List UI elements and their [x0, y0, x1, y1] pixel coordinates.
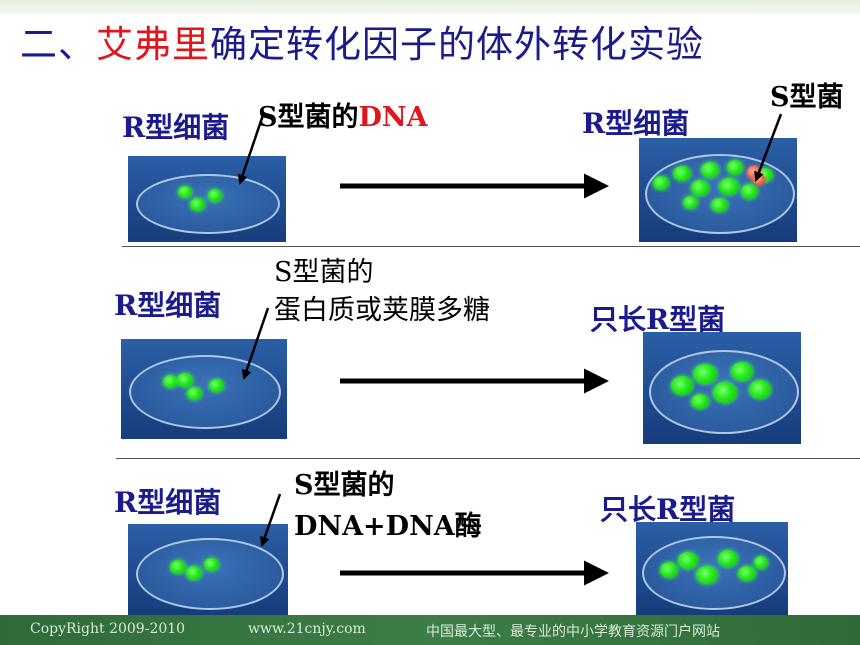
r-colony — [190, 198, 205, 211]
row2-added-line2: 蛋白质或荚膜多糖 — [274, 295, 490, 326]
r-colony — [718, 550, 738, 567]
r-colony — [673, 166, 691, 181]
r-colony — [731, 362, 753, 381]
r-colony — [653, 176, 669, 190]
r-colony — [754, 556, 768, 569]
r-colony — [691, 180, 709, 196]
r-colony — [209, 379, 224, 392]
s-colony — [753, 174, 765, 185]
r-colony — [693, 364, 717, 384]
row-separator — [122, 246, 860, 247]
row1-s-colony-label: S型菌 — [770, 82, 844, 113]
row2-added-line1: S型菌的 — [274, 257, 374, 288]
row1-left-dish — [128, 156, 286, 242]
r-colony — [711, 198, 728, 212]
r-colony — [683, 196, 698, 209]
title-rest: 确定转化因子的体外转化实验 — [210, 23, 704, 66]
r-colony — [727, 160, 743, 175]
row3-right-dish — [636, 522, 788, 615]
dish-plate — [136, 538, 284, 610]
row1-right-label: R型细菌 — [582, 107, 690, 140]
r-colony — [671, 376, 693, 395]
r-colony — [170, 560, 186, 574]
r-colony — [749, 380, 771, 399]
row3-right-label: 只长R型菌 — [600, 493, 736, 526]
r-colony — [738, 566, 756, 581]
row2-left-label: R型细菌 — [114, 289, 222, 322]
row2-left-dish — [121, 339, 287, 439]
row3-added-line1: S型菌的 — [294, 470, 395, 501]
r-colony — [187, 387, 202, 400]
title-highlight: 艾弗里 — [96, 23, 210, 66]
r-colony — [701, 162, 719, 178]
r-colony — [204, 558, 219, 571]
row3-added-line2: DNA+DNA酶 — [294, 511, 482, 542]
row1-added-prefix: S型菌的 — [258, 102, 359, 133]
row3-left-label: R型细菌 — [114, 486, 222, 519]
footer-bar: CopyRight 2009-2010 www.21cnjy.com 中国最大型… — [0, 615, 860, 645]
dish-plate — [136, 174, 280, 234]
row-separator — [116, 458, 860, 459]
row2-right-label: 只长R型菌 — [590, 303, 726, 336]
dish-plate — [645, 154, 795, 234]
r-colony — [660, 562, 678, 578]
r-colony — [678, 552, 698, 569]
row1-added-substance: S型菌的DNA — [258, 99, 428, 136]
r-colony — [696, 566, 718, 584]
top-band — [0, 0, 860, 14]
row2-right-dish — [643, 332, 801, 444]
r-colony — [691, 394, 709, 409]
r-colony — [719, 178, 739, 195]
r-colony — [208, 189, 222, 202]
title-prefix: 二、 — [20, 23, 96, 66]
row1-added-highlight: DNA — [358, 102, 428, 133]
r-colony — [186, 566, 202, 580]
footer-url: www.21cnjy.com — [248, 621, 366, 637]
r-colony — [713, 382, 737, 403]
row1-right-dish — [639, 138, 797, 242]
r-colony — [177, 373, 193, 387]
footer-copyright: CopyRight 2009-2010 — [30, 621, 186, 637]
slide-title: 二、艾弗里确定转化因子的体外转化实验 — [20, 14, 704, 68]
row3-left-dish — [128, 524, 288, 615]
dish-plate — [129, 355, 281, 429]
r-colony — [741, 184, 758, 199]
row1-left-label: R型细菌 — [122, 111, 230, 144]
r-colony — [163, 375, 178, 388]
r-colony — [178, 186, 192, 198]
footer-slogan: 中国最大型、最专业的中小学教育资源门户网站 — [426, 624, 720, 640]
